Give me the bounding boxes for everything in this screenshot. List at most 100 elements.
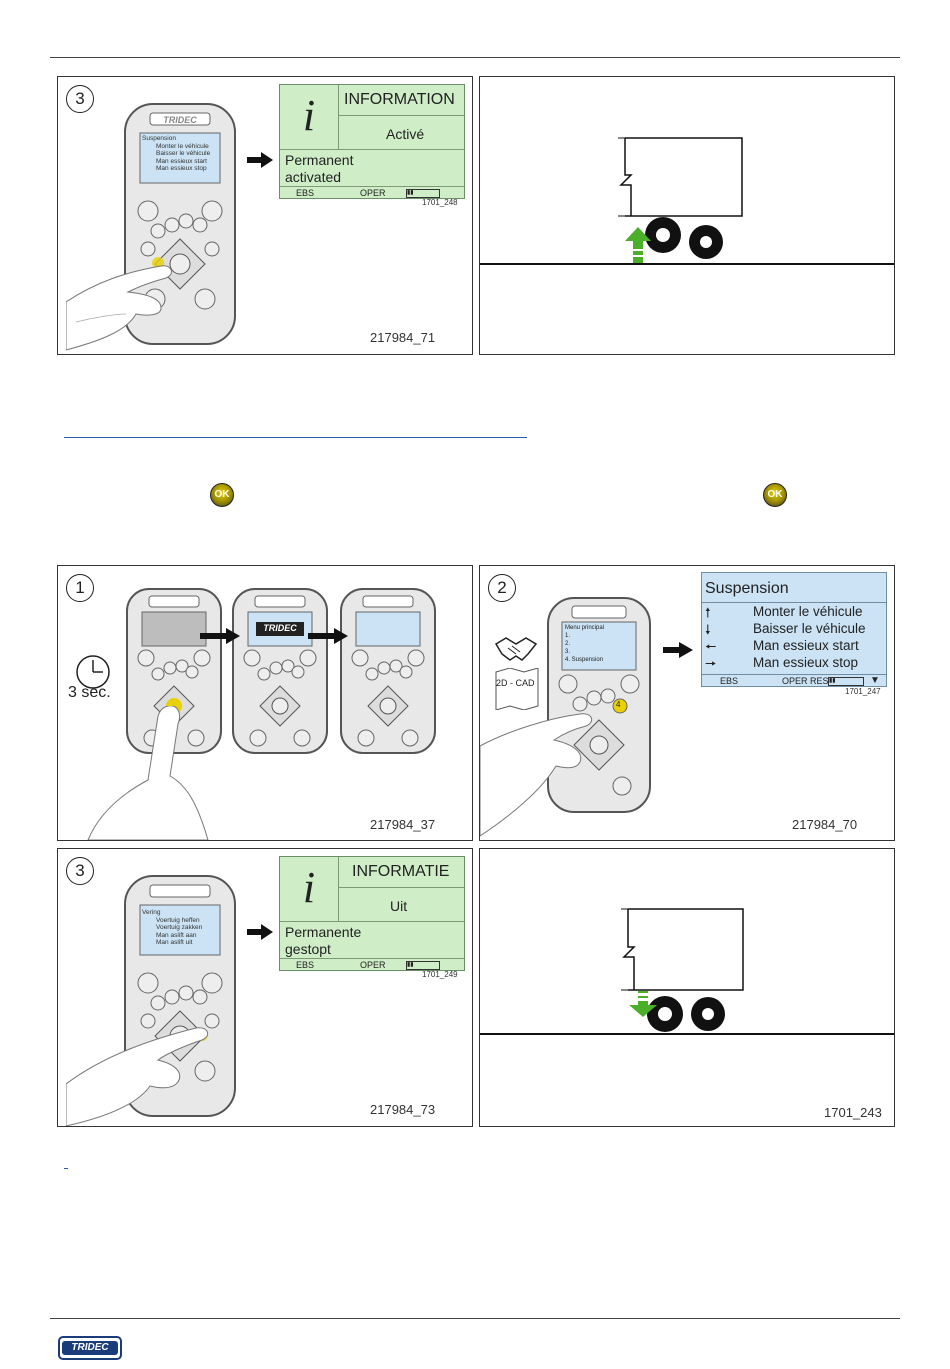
remote-menu-title: Menu principal (565, 625, 605, 631)
info-status: Activé (386, 126, 425, 142)
info-screen-deactivated: i INFORMATIE Uit Permanente gestopt EBS … (279, 856, 465, 971)
screen-item: Man essieux start (753, 638, 859, 653)
battery-icon: ▮▮ (406, 961, 440, 970)
pointing-hand-illustration (66, 265, 172, 351)
info-divider (338, 887, 464, 888)
remote-menu-item: 4. Suspension (565, 657, 604, 663)
cad-label: 2D - CAD (496, 678, 535, 688)
info-divider (280, 149, 464, 150)
clock-icon (76, 655, 110, 689)
screen-item: Man essieux stop (753, 655, 859, 670)
info-footer: EBS OPER ▮▮ (280, 186, 464, 199)
suspension-screen: Suspension 🠕 🠗 🠔 🠖 Monter le véhicule Ba… (701, 572, 887, 687)
info-heading: INFORMATIE (352, 863, 450, 880)
arrow-right-icon: 🠖 (705, 656, 717, 671)
arrow-up-icon: 🠕 (705, 605, 711, 620)
remote-screen-item: Voertuig heffen (156, 916, 200, 924)
info-message-line1: Permanent (285, 152, 354, 168)
footer-ebs: EBS (296, 188, 315, 198)
step-number: 3 (66, 857, 94, 885)
footer-oper: OPER (360, 188, 386, 198)
info-icon: i (280, 85, 339, 149)
battery-icon: ▮▮ (406, 189, 440, 198)
remote-screen-item: Voertuig zakken (156, 924, 203, 931)
remote-screen: Vering Voertuig heffen Voertuig zakken M… (142, 909, 218, 947)
footer-logo-text: TRIDEC (62, 1341, 118, 1355)
panel-trailer-raise (479, 76, 895, 355)
footer-oper: OPER (360, 960, 386, 970)
panel-step-2-menu: 2 2D - CAD 4 Menu principal 1. 2. 3. 4. … (479, 565, 895, 841)
battery-icon: ▮▮ (828, 677, 864, 686)
screen-item: Monter le véhicule (753, 604, 863, 619)
remote-screen: Suspension Monter le véhicule Baisser le… (142, 135, 218, 173)
pressing-finger-illustration (87, 706, 209, 840)
info-heading: INFORMATION (344, 91, 455, 108)
figure-ref: 217984_73 (370, 1102, 436, 1117)
cad-document-icon (495, 668, 539, 710)
footer-ebs: EBS (720, 676, 739, 686)
screen-divider (702, 602, 886, 603)
remote-screen-item: Monter le véhicule (156, 142, 209, 150)
right-arrow (200, 628, 240, 644)
remote-screen-item: Man aslift aan (156, 931, 197, 939)
info-screen-ref: 1701_249 (422, 970, 458, 979)
remote-menu-item: 1. (565, 633, 571, 639)
pointing-hand-illustration (480, 713, 593, 837)
remote-screen-item: Man essieux stop (156, 165, 207, 172)
panel-step-3-deactivate: 3 Vering Voertuig heffen Voertuig zakken… (57, 848, 473, 1127)
footer-logo: TRIDEC (58, 1336, 122, 1360)
figure-ref: 217984_70 (792, 817, 858, 832)
timer-label: 3 sec. (68, 684, 111, 701)
handshake-icon (494, 637, 538, 661)
right-arrow (247, 924, 273, 940)
remote-brand: TRIDEC (163, 115, 197, 125)
arrow-down-icon: 🠗 (705, 622, 711, 637)
screen-ref: 1701_247 (845, 687, 881, 696)
info-screen-activated: i INFORMATION Activé Permanent activated… (279, 84, 465, 199)
boot-logo: TRIDEC (263, 623, 297, 633)
footer-ebs: EBS (296, 960, 315, 970)
info-status: Uit (390, 898, 408, 914)
remote-screen-title: Suspension (142, 135, 176, 142)
trailer-lower-illustration (480, 908, 894, 1035)
remote-menu: Menu principal 1. 2. 3. 4. Suspension (565, 624, 637, 664)
ok-button-icon: OK (210, 483, 234, 507)
remote-control-boot (232, 588, 328, 754)
top-rule (50, 57, 900, 58)
remote-key-number: 4 (616, 700, 621, 709)
info-message-line1: Permanente (285, 924, 362, 940)
footnote-mark (64, 1168, 68, 1169)
info-divider (338, 115, 464, 116)
figure-ref: 217984_71 (370, 330, 436, 345)
info-icon: i (280, 857, 339, 921)
panel-trailer-lower: 1701_243 (479, 848, 895, 1127)
scroll-down-icon: ▼ (870, 675, 880, 686)
info-screen-ref: 1701_248 (422, 198, 458, 207)
right-arrow (247, 152, 273, 168)
link-underline (64, 437, 527, 438)
remote-menu-item: 3. (565, 649, 571, 655)
step-number: 1 (66, 574, 94, 602)
arrow-left-icon: 🠔 (705, 639, 717, 654)
remote-screen-item: Man aslift uit (156, 939, 193, 946)
ok-button-icon: OK (763, 483, 787, 507)
remote-screen-item: Man essieux start (156, 157, 207, 165)
screen-item: Baisser le véhicule (753, 621, 866, 636)
panel-step-3-activate: 3 TRIDEC Suspension Monter le véhicule B… (57, 76, 473, 355)
info-message-line2: gestopt (285, 941, 331, 957)
right-arrow (308, 628, 348, 644)
figure-ref: 1701_243 (824, 1105, 882, 1120)
right-arrow (663, 642, 693, 658)
step-number: 3 (66, 85, 94, 113)
remote-menu-item: 2. (565, 641, 571, 647)
screen-title: Suspension (705, 580, 789, 597)
remote-control: TRIDEC (124, 103, 236, 345)
info-footer: EBS OPER ▮▮ (280, 958, 464, 971)
remote-control-ready (340, 588, 436, 754)
footer-oper-res: OPER RES (782, 676, 829, 686)
trailer-raise-illustration (480, 137, 894, 265)
remote-screen-item: Baisser le véhicule (156, 150, 211, 157)
bottom-rule (50, 1318, 900, 1319)
remote-screen-title: Vering (142, 909, 161, 916)
step-number: 2 (488, 574, 516, 602)
